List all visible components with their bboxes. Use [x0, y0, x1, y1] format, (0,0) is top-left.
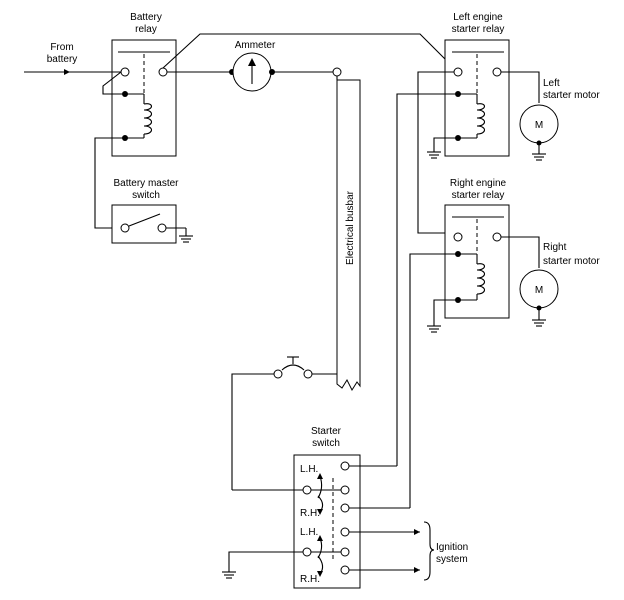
svg-text:starter motor: starter motor — [543, 256, 600, 267]
svg-text:Right engine: Right engine — [450, 178, 507, 189]
svg-text:Battery master: Battery master — [113, 178, 179, 189]
starter-switch-ground-wire — [228, 551, 303, 572]
from-battery-wire — [24, 69, 122, 95]
battery-relay — [111, 39, 177, 157]
svg-text:switch: switch — [312, 438, 340, 449]
left-relay-bus-link — [417, 71, 455, 234]
right-engine-starter-relay — [444, 204, 510, 319]
main-feed-wire — [162, 33, 455, 69]
svg-text:system: system — [436, 554, 468, 565]
svg-text:Battery: Battery — [130, 12, 162, 23]
motor-symbol: M — [535, 120, 543, 131]
from-battery-label: From battery — [47, 42, 78, 65]
svg-text:From: From — [50, 42, 73, 53]
push-button-switch — [231, 356, 337, 490]
right-starter-motor: M — [501, 236, 559, 320]
left-relay-coil-feed — [396, 93, 455, 466]
left-engine-starter-relay — [444, 39, 510, 157]
rh-lower-label: R.H. — [300, 574, 320, 585]
lh-upper-label: L.H. — [300, 464, 318, 475]
left-relay-label: Left engine starter relay — [452, 12, 505, 35]
starter-switch-label: Starter switch — [311, 426, 342, 449]
ignition-label: Ignition system — [436, 542, 468, 565]
ground-icon — [427, 325, 441, 333]
svg-text:battery: battery — [47, 54, 78, 65]
right-relay-label: Right engine starter relay — [450, 178, 507, 201]
ignition-wires — [349, 521, 435, 581]
right-motor-label: Right starter motor — [543, 242, 600, 267]
ammeter-label: Ammeter — [235, 40, 276, 51]
electrical-busbar: Electrical busbar — [336, 76, 361, 392]
ground-icon — [427, 151, 441, 159]
svg-text:Left engine: Left engine — [453, 12, 503, 23]
svg-text:relay: relay — [135, 24, 157, 35]
motor-symbol: M — [535, 285, 543, 296]
ground-icon — [532, 153, 546, 161]
right-relay-coil-feed — [409, 253, 455, 508]
starter-switch: L.H. R.H. L.H. R.H. — [293, 454, 361, 589]
svg-text:starter relay: starter relay — [452, 24, 505, 35]
ground-icon — [179, 235, 193, 243]
busbar-label: Electrical busbar — [345, 190, 356, 265]
ground-icon — [222, 571, 236, 579]
lh-lower-label: L.H. — [300, 527, 318, 538]
left-motor-label: Left starter motor — [543, 78, 600, 101]
ammeter — [167, 52, 342, 92]
svg-text:switch: switch — [132, 190, 160, 201]
right-relay-coil-ground — [433, 299, 455, 326]
svg-text:Ignition: Ignition — [436, 542, 468, 553]
svg-text:starter relay: starter relay — [452, 190, 505, 201]
battery-relay-label: Battery relay — [130, 12, 162, 35]
svg-text:starter motor: starter motor — [543, 90, 600, 101]
ground-icon — [532, 319, 546, 327]
svg-text:Right: Right — [543, 242, 567, 253]
svg-text:Left: Left — [543, 78, 560, 89]
left-starter-motor: M — [501, 71, 559, 154]
left-relay-coil-ground — [433, 137, 455, 152]
rh-upper-label: R.H. — [300, 508, 320, 519]
battery-master-label: Battery master switch — [113, 178, 179, 201]
svg-text:Starter: Starter — [311, 426, 342, 437]
battery-master-switch — [94, 137, 187, 244]
